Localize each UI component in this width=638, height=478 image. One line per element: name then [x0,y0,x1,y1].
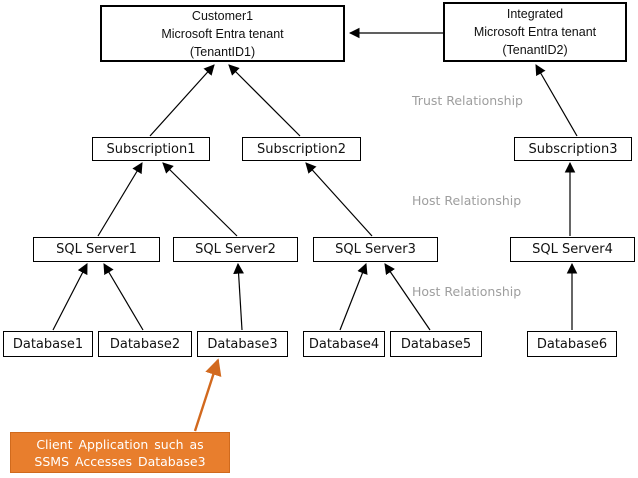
client-application-callout: Client Application such as SSMS Accesses… [10,432,230,473]
node-label-line: Customer1 [191,8,254,23]
node-database2: Database2 [98,331,192,357]
arrow-sqlserver3-to-subscription2 [305,162,373,237]
node-database6: Database6 [527,331,617,357]
arrow-sqlserver1-to-subscription1 [97,162,143,237]
node-database4: Database4 [303,331,385,357]
arrow-callout-to-database3 [193,358,222,432]
node-label-line: Microsoft Entra tenant [473,25,597,39]
node-subscription3: Subscription3 [514,137,632,161]
arrow-database1-to-sqlserver1 [52,263,88,331]
node-sql-server1: SQL Server1 [33,237,160,262]
arrow-database2-to-sqlserver1 [103,263,144,331]
node-sql-server2: SQL Server2 [173,237,298,262]
node-label-line: Integrated [506,7,564,21]
arrow-subscription2-to-customer1 [228,64,301,137]
node-sql-server3: SQL Server3 [313,237,438,262]
arrow-sqlserver2-to-subscription1 [162,162,238,237]
node-sql-server4: SQL Server4 [510,237,635,262]
node-label-line: Microsoft Entra tenant [161,26,284,41]
callout-line: SSMS Accesses Database3 [34,453,206,469]
node-integrated-tenant: Integrated Microsoft Entra tenant (Tenan… [443,2,627,62]
node-subscription1: Subscription1 [92,137,210,161]
node-database3: Database3 [197,331,288,357]
arrow-database4-to-sqlserver3 [339,262,368,331]
node-subscription2: Subscription2 [242,137,361,161]
trust-relationship-label: Trust Relationship [412,93,523,108]
host-relationship-label-upper: Host Relationship [412,193,522,208]
node-database5: Database5 [390,331,482,357]
node-customer1-tenant: Customer1 Microsoft Entra tenant (Tenant… [100,5,345,62]
arrow-database3-to-sqlserver2 [233,262,244,331]
callout-line: Client Application such as [36,436,204,452]
node-label-line: (TenantID1) [189,44,256,59]
arrow-subscription1-to-customer1 [149,64,215,137]
node-database1: Database1 [3,331,93,357]
arrow-database5-to-sqlserver3 [384,263,431,331]
host-relationship-label-lower: Host Relationship [412,284,522,299]
arrow-subscription3-to-integrated [535,64,578,137]
node-label-line: (TenantID2) [502,43,568,57]
